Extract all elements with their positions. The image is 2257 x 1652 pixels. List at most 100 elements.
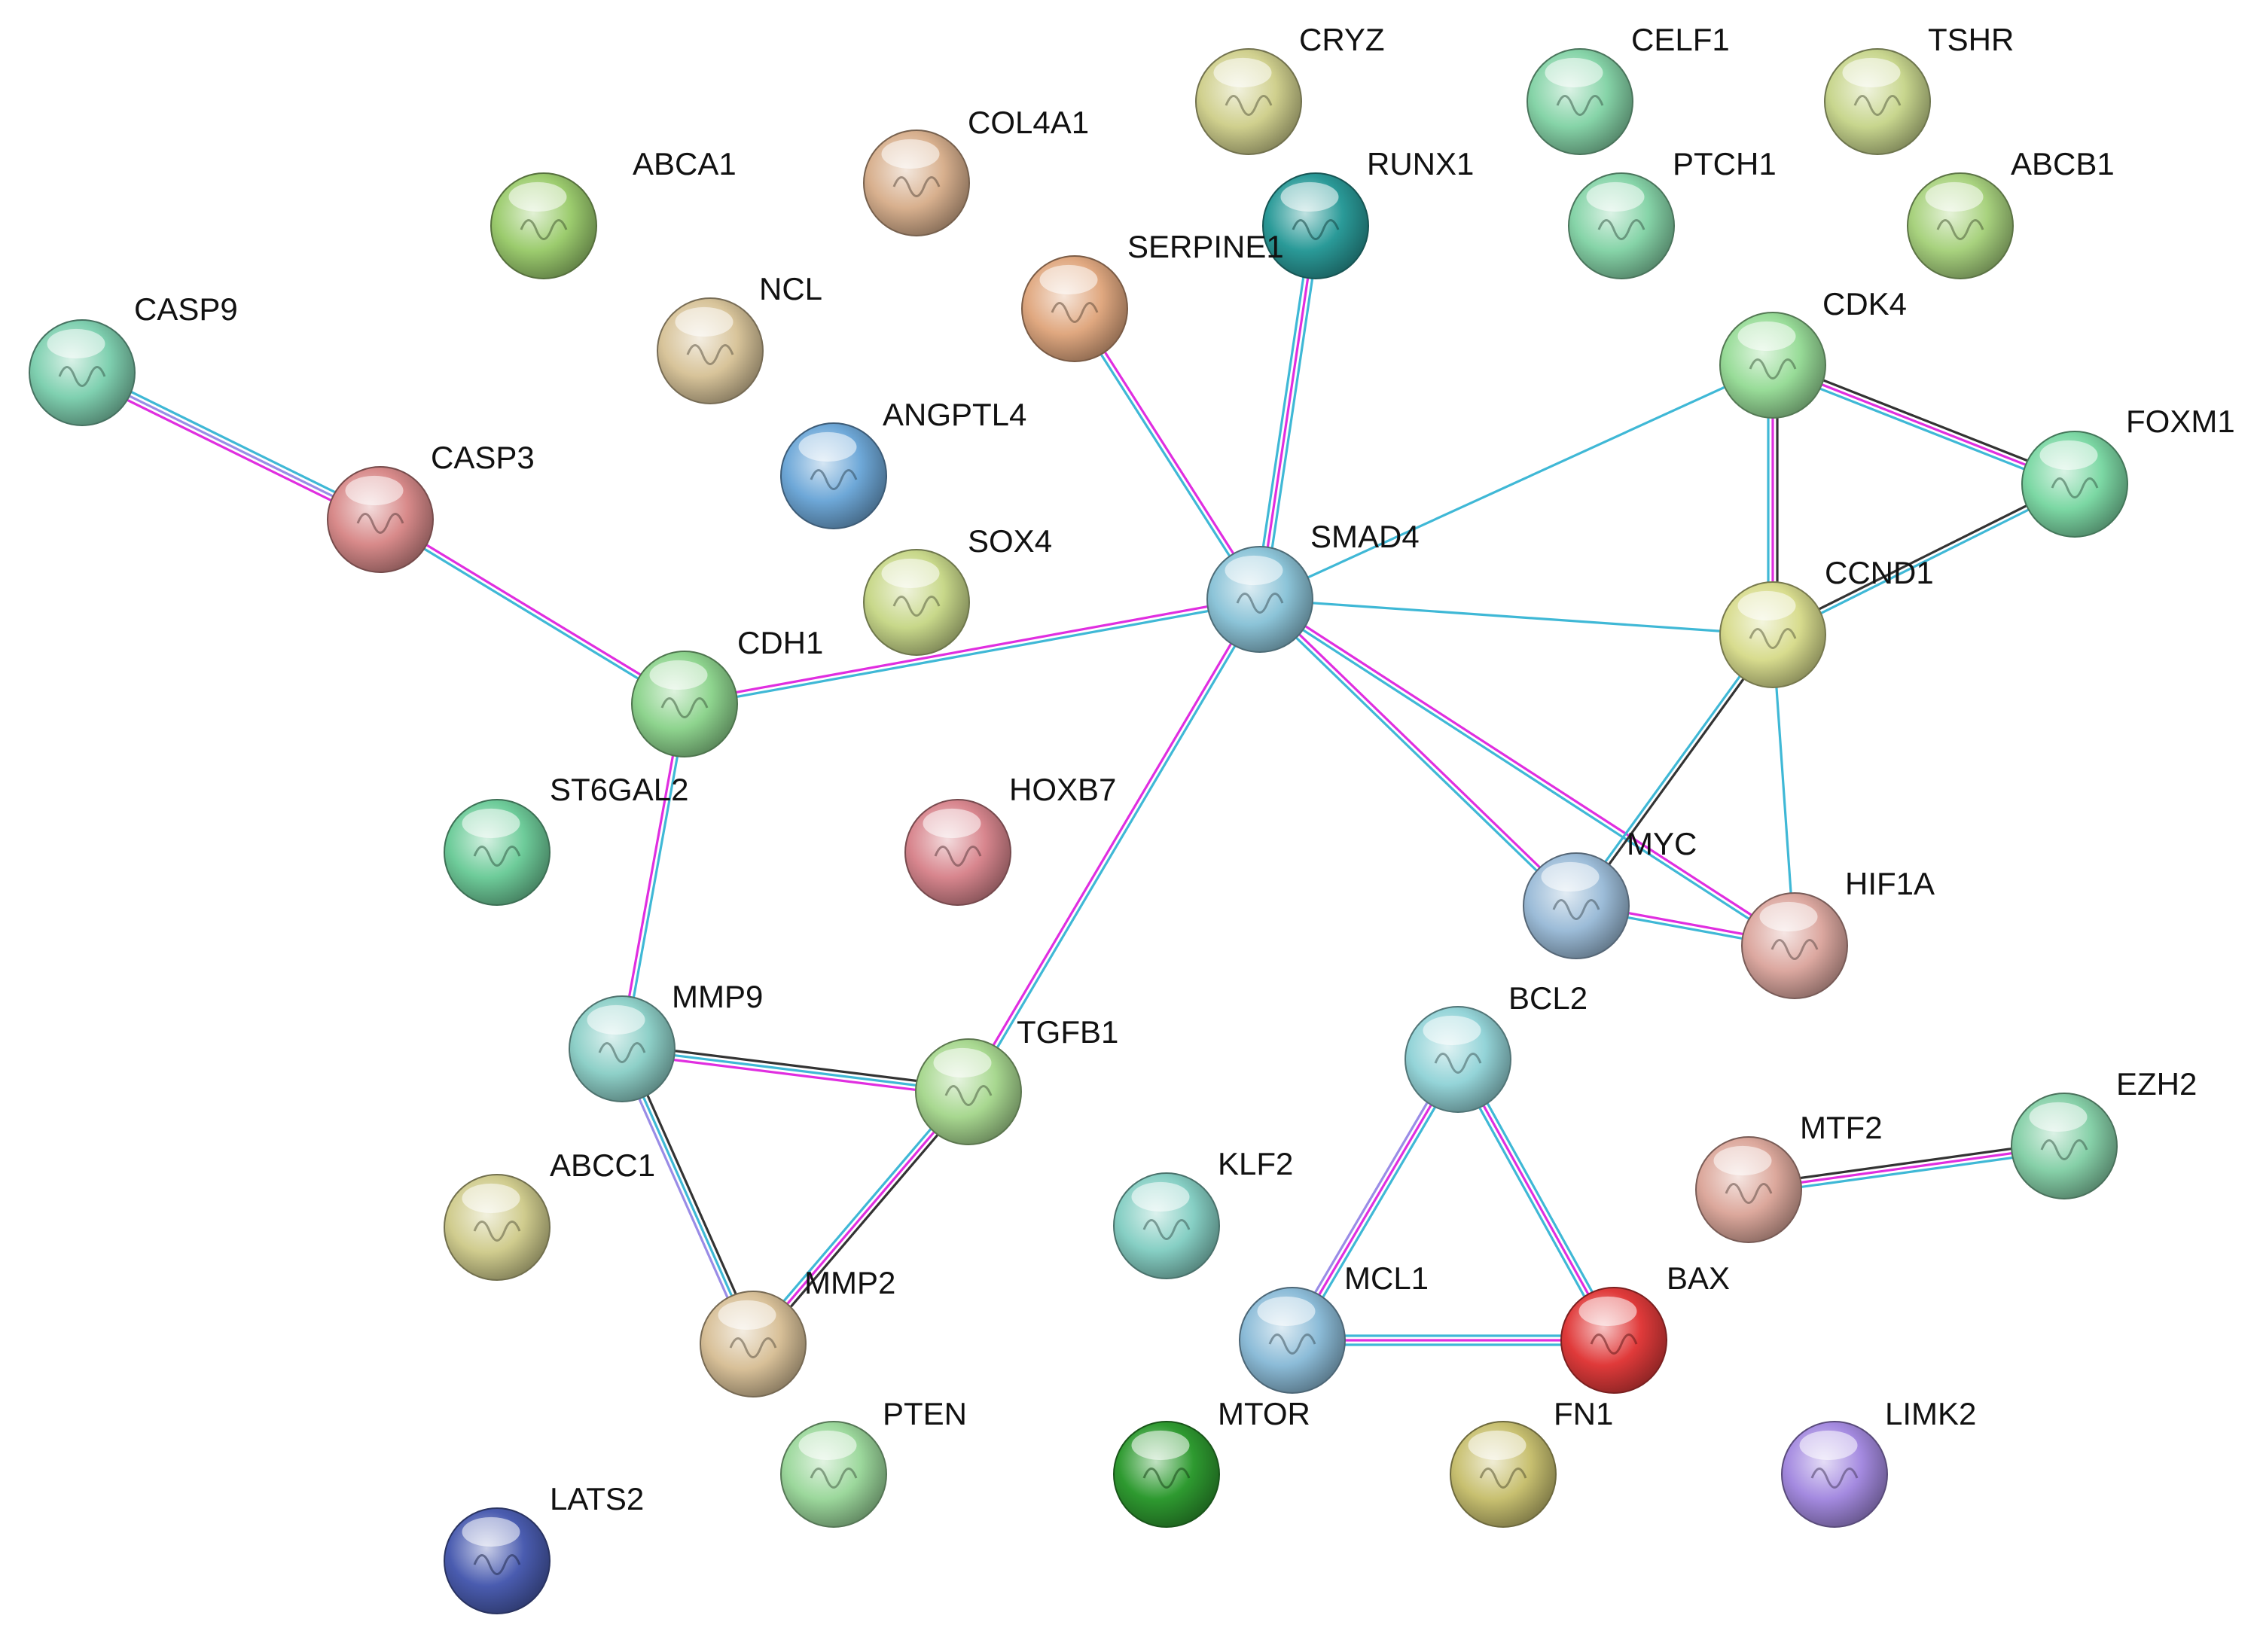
node-casp9[interactable]: CASP9	[29, 291, 238, 426]
node-label: KLF2	[1218, 1146, 1293, 1181]
edge-strand-magenta	[1291, 1058, 1459, 1342]
protein-structure-icon	[1810, 1468, 1859, 1489]
sphere-highlight	[923, 808, 981, 839]
node-abcb1[interactable]: ABCB1	[1907, 146, 2115, 279]
edge-strand-cyan	[1254, 224, 1313, 600]
sphere-highlight	[798, 431, 857, 462]
node-mmp9[interactable]: MMP9	[569, 979, 763, 1102]
edge-casp3-cdh1	[377, 516, 688, 708]
node-cdk4[interactable]: CDK4	[1719, 286, 1907, 419]
node-serpine1[interactable]: SERPINE1	[1021, 229, 1284, 362]
sphere-highlight	[47, 328, 105, 359]
node-bcl2[interactable]: BCL2	[1405, 980, 1588, 1113]
edge-strand-magenta	[1456, 1058, 1615, 1342]
edge-strand-magenta	[618, 702, 684, 1050]
edge-strand-cyan	[1258, 598, 1774, 636]
node-runx1[interactable]: RUNX1	[1262, 146, 1474, 279]
node-ccnd1[interactable]: CCND1	[1719, 555, 1934, 688]
sphere-highlight	[462, 1516, 520, 1547]
node-foxm1[interactable]: FOXM1	[2021, 404, 2235, 538]
node-label: NCL	[759, 271, 822, 306]
node-label: CELF1	[1631, 22, 1730, 57]
node-klf2[interactable]: KLF2	[1113, 1146, 1293, 1279]
node-label: COL4A1	[968, 105, 1089, 140]
node-st6gal2[interactable]: ST6GAL2	[444, 772, 688, 906]
sphere-highlight	[2039, 440, 2098, 471]
edge-strand-magenta	[78, 375, 380, 525]
node-col4a1[interactable]: COL4A1	[863, 105, 1089, 236]
protein-structure-icon	[1225, 95, 1273, 116]
protein-structure-icon	[1853, 95, 1902, 116]
node-mtf2[interactable]: MTF2	[1695, 1110, 1883, 1243]
sphere-highlight	[1257, 1296, 1316, 1327]
node-mcl1[interactable]: MCL1	[1239, 1260, 1429, 1394]
node-tshr[interactable]: TSHR	[1824, 22, 2014, 155]
sphere-highlight	[587, 1004, 645, 1035]
node-pten[interactable]: PTEN	[780, 1396, 967, 1528]
sphere-highlight	[1039, 264, 1098, 295]
node-ezh2[interactable]: EZH2	[2011, 1066, 2197, 1199]
node-smad4[interactable]: SMAD4	[1206, 519, 1420, 653]
protein-structure-icon	[1749, 628, 1797, 649]
protein-structure-icon	[1051, 302, 1099, 323]
edge-strand-cyan	[1258, 364, 1774, 601]
node-cdh1[interactable]: CDH1	[631, 625, 823, 757]
sphere-highlight	[675, 306, 734, 337]
edge-strand-black	[1771, 480, 2076, 634]
protein-structure-icon	[892, 176, 941, 197]
node-casp3[interactable]: CASP3	[327, 440, 535, 573]
node-label: CRYZ	[1299, 22, 1385, 57]
edge-ccnd1-foxm1	[1771, 480, 2077, 639]
sphere-highlight	[798, 1430, 857, 1461]
sphere-highlight	[1759, 901, 1818, 932]
node-fn1[interactable]: FN1	[1450, 1396, 1613, 1528]
sphere-highlight	[1799, 1430, 1858, 1461]
edge-strand-cyan	[621, 1047, 755, 1346]
node-mtor[interactable]: MTOR	[1113, 1396, 1310, 1528]
sphere-highlight	[1925, 181, 1984, 212]
node-label: CASP3	[431, 440, 535, 475]
node-label: BCL2	[1508, 980, 1588, 1016]
sphere-highlight	[1737, 590, 1796, 621]
node-angptl4[interactable]: ANGPTL4	[780, 397, 1026, 529]
node-myc[interactable]: MYC	[1523, 826, 1697, 959]
node-ptch1[interactable]: PTCH1	[1568, 146, 1777, 279]
node-limk2[interactable]: LIMK2	[1781, 1396, 1976, 1528]
node-ncl[interactable]: NCL	[657, 271, 822, 404]
node-hif1a[interactable]: HIF1A	[1741, 866, 1935, 999]
node-sox4[interactable]: SOX4	[863, 523, 1052, 656]
node-bax[interactable]: BAX	[1560, 1260, 1730, 1394]
node-abca1[interactable]: ABCA1	[490, 146, 737, 279]
node-hoxb7[interactable]: HOXB7	[904, 772, 1116, 906]
edge-strand-magenta	[380, 516, 688, 704]
nodes-layer: CASP9CASP3ABCA1COL4A1NCLANGPTL4SOX4CDH1S…	[29, 22, 2235, 1614]
sphere-highlight	[1423, 1015, 1481, 1046]
node-abcc1[interactable]: ABCC1	[444, 1148, 655, 1281]
edge-strand-cyan	[83, 367, 384, 517]
edge-cdh1-mmp9	[618, 702, 688, 1051]
edge-strand-magenta	[1260, 596, 1798, 946]
node-label: SMAD4	[1310, 519, 1420, 554]
edge-strand-cyan	[623, 703, 688, 1051]
sphere-highlight	[1468, 1430, 1527, 1461]
edge-strand-black	[1773, 359, 2078, 482]
protein-structure-icon	[810, 1468, 858, 1489]
node-tgfb1[interactable]: TGFB1	[915, 1014, 1118, 1145]
node-cryz[interactable]: CRYZ	[1195, 22, 1385, 155]
edge-strand-black	[755, 1093, 974, 1349]
node-label: MYC	[1627, 826, 1697, 861]
edge-strand-black	[1576, 635, 1777, 909]
node-celf1[interactable]: CELF1	[1527, 22, 1730, 155]
node-mmp2[interactable]: MMP2	[700, 1265, 895, 1397]
edge-strand-cyan	[1770, 367, 2075, 490]
protein-structure-icon	[660, 697, 709, 718]
sphere-highlight	[1280, 181, 1339, 212]
edge-strand-cyan	[1453, 1060, 1612, 1344]
node-lats2[interactable]: LATS2	[444, 1481, 644, 1614]
node-label: SERPINE1	[1127, 229, 1284, 264]
node-label: LATS2	[550, 1481, 644, 1516]
node-label: CDK4	[1822, 286, 1907, 322]
sphere-highlight	[2029, 1102, 2088, 1132]
sphere-highlight	[1713, 1145, 1772, 1176]
edge-serpine1-smad4	[1071, 306, 1264, 602]
